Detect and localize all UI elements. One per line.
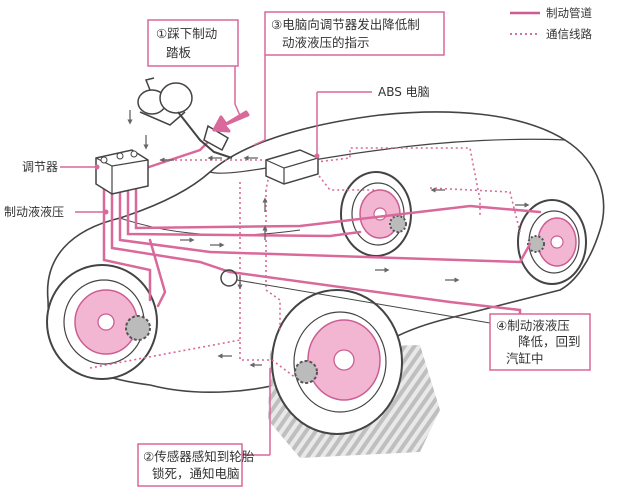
signal-lines bbox=[89, 147, 521, 379]
callout-step3-line1: ③电脑向调节器发出降低制 bbox=[271, 17, 420, 32]
car-body-outline bbox=[46, 111, 605, 393]
brake-disc-wheel-icon bbox=[517, 199, 587, 285]
callout-step1-line1: ①踩下制动 bbox=[156, 26, 217, 41]
legend-brake-pipe-label: 制动管道 bbox=[546, 6, 592, 20]
brake-fluid-pressure-label: 制动液液压 bbox=[4, 204, 64, 219]
brake-pedal-icon bbox=[137, 77, 233, 159]
leader-lines bbox=[60, 55, 491, 456]
brake-disc-wheel-icon bbox=[271, 289, 403, 435]
callout-step4-line2: 降低，回到 bbox=[518, 334, 581, 349]
callout-step2-line1: ②传感器感知到轮胎 bbox=[143, 449, 255, 464]
callout-step2-line2: 锁死，通知电脑 bbox=[152, 466, 240, 481]
abs-computer-label: ABS 电脑 bbox=[378, 85, 430, 99]
callout-step2: ②传感器感知到轮胎 锁死，通知电脑 bbox=[137, 443, 255, 487]
callout-step4-line3: 汽缸中 bbox=[506, 351, 544, 366]
callout-step3-line2: 动液液压的指示 bbox=[282, 35, 370, 50]
abs-computer-box-icon bbox=[265, 149, 319, 185]
callout-step3: ③电脑向调节器发出降低制 动液液压的指示 bbox=[264, 11, 445, 56]
legend-signal-line-label: 通信线路 bbox=[546, 27, 592, 41]
callout-step4-line1: ④制动液液压 bbox=[496, 318, 570, 333]
callout-step1-line2: 踏板 bbox=[166, 45, 192, 60]
callout-step1: ①踩下制动 踏板 bbox=[147, 19, 239, 67]
brake-disc-wheel-icon bbox=[340, 171, 412, 257]
brake-disc-wheel-icon bbox=[46, 264, 158, 380]
pressure-point-marker bbox=[220, 269, 238, 287]
legend: 制动管道 通信线路 bbox=[510, 6, 592, 41]
regulator-label: 调节器 bbox=[22, 160, 58, 174]
callout-step4: ④制动液液压 降低，回到 汽缸中 bbox=[489, 313, 591, 371]
brake-pipes bbox=[102, 138, 542, 332]
flow-arrows bbox=[127, 110, 530, 368]
pink-arrow-icon bbox=[212, 110, 250, 133]
regulator-unit-icon bbox=[95, 149, 149, 195]
